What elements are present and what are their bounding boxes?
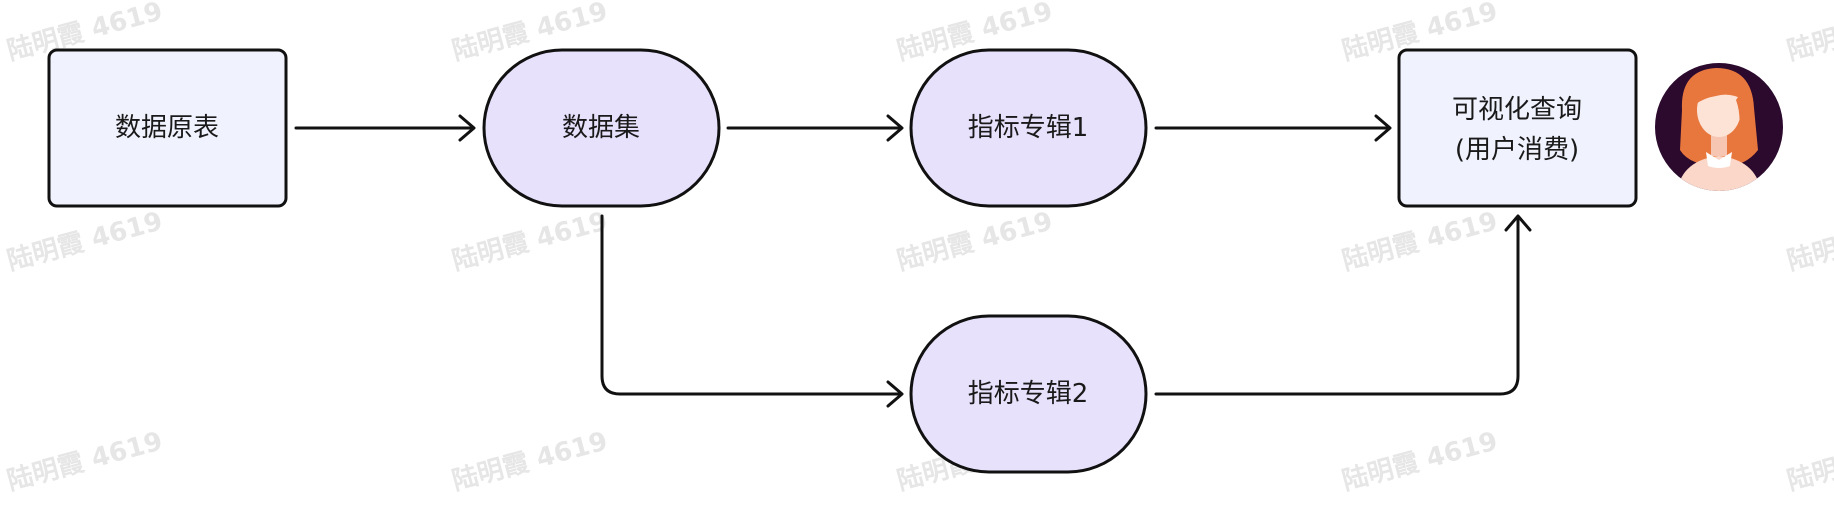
arrowhead-visual-query-top	[1374, 114, 1392, 142]
user-avatar-icon	[1655, 63, 1783, 191]
watermark-text: 陆明霞 4619	[449, 426, 611, 497]
arrowhead-album-1	[886, 114, 904, 142]
node-metric-album-1[interactable]: 指标专辑1	[909, 48, 1148, 208]
watermark-text: 陆明霞 4619	[1784, 206, 1834, 277]
edge-album-2-to-visual-query	[1154, 216, 1520, 396]
arrowhead-dataset	[458, 114, 476, 142]
node-metric-album-1-label: 指标专辑1	[968, 113, 1089, 143]
node-raw-table-label: 数据原表	[115, 113, 219, 143]
watermark-text: 陆明霞 4619	[1784, 0, 1834, 67]
node-dataset[interactable]: 数据集	[482, 48, 721, 208]
node-visual-query-line2: (用户消费)	[1455, 135, 1579, 165]
node-visual-query[interactable]: 可视化查询 (用户消费)	[1397, 48, 1638, 208]
node-metric-album-2-label: 指标专辑2	[968, 379, 1089, 409]
node-dataset-label: 数据集	[562, 113, 640, 143]
watermark-text: 陆明霞 4619	[449, 206, 611, 277]
node-raw-table[interactable]: 数据原表	[47, 48, 288, 208]
edges	[294, 114, 1532, 408]
watermark-text: 陆明霞 4619	[1339, 206, 1501, 277]
node-metric-album-2[interactable]: 指标专辑2	[909, 314, 1148, 474]
watermark-text: 陆明霞 4619	[4, 206, 166, 277]
watermark-text: 陆明霞 4619	[1784, 426, 1834, 497]
watermark-text: 陆明霞 4619	[4, 426, 166, 497]
arrowhead-visual-query-bottom	[1504, 214, 1532, 232]
watermark-text: 陆明霞 4619	[894, 206, 1056, 277]
arrowhead-album-2	[886, 380, 904, 408]
node-visual-query-line1: 可视化查询	[1452, 95, 1582, 125]
edge-dataset-to-album-2	[600, 214, 902, 396]
watermark-text: 陆明霞 4619	[1339, 426, 1501, 497]
